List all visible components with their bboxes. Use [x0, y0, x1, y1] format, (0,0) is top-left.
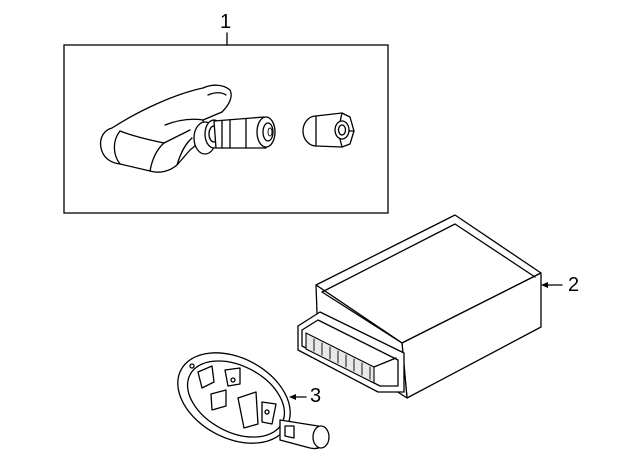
callout-label-2: 2: [568, 274, 580, 296]
valve-cap[interactable]: [302, 112, 355, 148]
leader-arrow-2: [541, 282, 548, 288]
leader-arrow-3: [289, 394, 296, 400]
connector-pins: [313, 338, 371, 380]
callout-label-3: 3: [310, 385, 322, 407]
tpms-control-module[interactable]: [297, 214, 563, 399]
callout-label-1: 1: [220, 11, 232, 33]
part-1-box: [63, 44, 389, 214]
part-1-group: [63, 32, 389, 214]
tire-pressure-sensor[interactable]: [99, 84, 276, 173]
key-fob[interactable]: [162, 335, 330, 462]
